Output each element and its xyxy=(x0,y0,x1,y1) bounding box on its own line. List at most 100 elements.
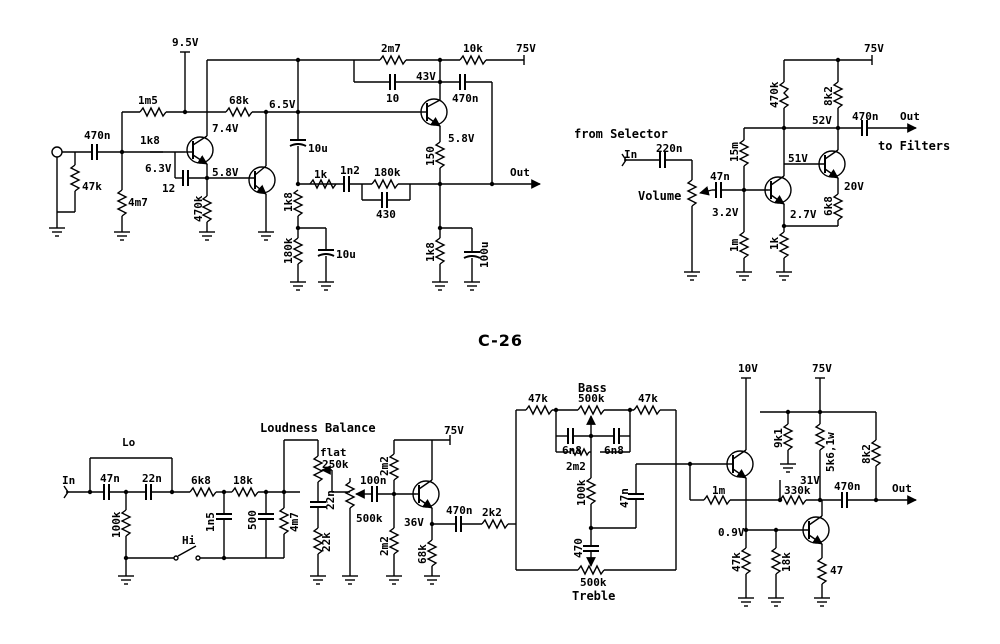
label-75v-loud: 75V xyxy=(444,424,464,437)
label-5k6: 5k6,1w xyxy=(824,432,837,472)
resistor-2m7 xyxy=(379,54,407,66)
label-2m2-bass: 2m2 xyxy=(566,460,586,473)
label-8k2-vol: 8k2 xyxy=(822,86,835,106)
label-10k: 10k xyxy=(463,42,483,55)
label-22n-lo: 22n xyxy=(142,472,162,485)
label-470n-loud: 470n xyxy=(446,504,473,517)
label-20v: 20V xyxy=(844,180,864,193)
label-330k: 330k xyxy=(784,484,811,497)
resistor-47k-tone xyxy=(740,547,752,575)
label-4m7: 4m7 xyxy=(128,196,148,209)
label-36v: 36V xyxy=(404,516,424,529)
resistor-4m7 xyxy=(116,189,128,217)
resistor-1k8-b xyxy=(292,189,304,217)
resistor-180k-b xyxy=(292,237,304,265)
label-470n-vol: 470n xyxy=(852,110,879,123)
label-1n5: 1n5 xyxy=(204,512,217,532)
label-1k8-a: 1k8 xyxy=(140,134,160,147)
label-volume: Volume xyxy=(638,189,681,203)
page-title: C-26 xyxy=(478,331,523,350)
label-47k-bass-a: 47k xyxy=(528,392,548,405)
label-75v-vol: 75V xyxy=(864,42,884,55)
resistor-2k2 xyxy=(481,518,509,530)
label-2v7: 2.7V xyxy=(790,208,817,221)
label-250k: 250k xyxy=(322,458,349,471)
label-6v5: 6.5V xyxy=(269,98,296,111)
resistor-180k xyxy=(371,178,399,190)
label-68k-loud: 68k xyxy=(416,544,429,564)
label-2m7: 2m7 xyxy=(381,42,401,55)
resistor-10k xyxy=(459,54,487,66)
label-1k-vol: 1k xyxy=(768,236,781,250)
resistor-100k-lo xyxy=(120,509,132,537)
label-180k-b: 180k xyxy=(282,237,295,264)
potentiometer-treble xyxy=(577,564,605,576)
label-47k: 47k xyxy=(82,180,102,193)
label-1m-tone: 1m xyxy=(712,484,726,497)
resistor-150 xyxy=(434,141,446,169)
label-loudness-balance: Loudness Balance xyxy=(260,421,376,435)
label-47k-tone: 47k xyxy=(730,552,743,572)
label-in-vol: In xyxy=(624,148,637,161)
label-470k-vol: 470k xyxy=(768,81,781,108)
resistor-100k-tone xyxy=(585,477,597,505)
volume-section: 75V 470k 8k2 470n Out 52V from Selector … xyxy=(574,42,950,281)
resistor-6k8 xyxy=(189,486,217,498)
label-15m: 15m xyxy=(728,142,741,162)
label-c10: 10 xyxy=(386,92,399,105)
label-10v: 10V xyxy=(738,362,758,375)
resistor-1m-vol xyxy=(738,231,750,259)
label-430: 430 xyxy=(376,208,396,221)
label-7v4: 7.4V xyxy=(212,122,239,135)
label-500: 500 xyxy=(246,510,259,530)
label-75v-tone: 75V xyxy=(812,362,832,375)
label-10u-a: 10u xyxy=(308,142,328,155)
label-in-loud: In xyxy=(62,474,75,487)
tone-section: Bass 47k 500k 47k 6n8 6n8 2m2 100k 47n 4… xyxy=(515,362,917,607)
label-2m2-bot: 2m2 xyxy=(378,536,391,556)
resistor-2m2-top xyxy=(388,453,400,481)
label-5v8-b: 5.8V xyxy=(448,132,475,145)
resistor-68k-loud xyxy=(426,539,438,567)
label-3v2: 3.2V xyxy=(712,206,739,219)
label-52v: 52V xyxy=(812,114,832,127)
label-500k-treble: 500k xyxy=(580,576,607,589)
label-150: 150 xyxy=(424,146,437,166)
resistor-8k2-tone xyxy=(870,439,882,467)
label-1m5: 1m5 xyxy=(138,94,158,107)
label-500k-bal: 500k xyxy=(356,512,383,525)
label-1k: 1k xyxy=(314,168,328,181)
label-1k8-c: 1k8 xyxy=(424,242,437,262)
label-8k2-tone: 8k2 xyxy=(860,444,873,464)
label-180k-a: 180k xyxy=(374,166,401,179)
resistor-8k2-vol xyxy=(832,81,844,109)
label-470n-out: 470n xyxy=(834,480,861,493)
label-100k-lo: 100k xyxy=(110,511,123,538)
label-47n-tone: 47n xyxy=(618,488,631,508)
resistor-2m2-bot xyxy=(388,527,400,555)
label-treble: Treble xyxy=(572,589,615,603)
resistor-47k-bass-b xyxy=(633,404,661,416)
label-5v8-a: 5.8V xyxy=(212,166,239,179)
label-out-preamp: Out xyxy=(510,166,530,179)
label-470-tone: 470 xyxy=(572,538,585,558)
transistor-q2 xyxy=(248,166,276,194)
resistor-18k xyxy=(231,486,259,498)
preamp-section: 9.5V 75V 2m7 10k 1m5 68k 6.5V 10 43V 470… xyxy=(49,36,541,291)
label-bass: Bass xyxy=(578,381,607,395)
label-out-vol: Out xyxy=(900,110,920,123)
label-470k: 470k xyxy=(192,195,205,222)
label-from-selector: from Selector xyxy=(574,127,668,141)
label-47-tone: 47 xyxy=(830,564,843,577)
label-6n8-b: 6n8 xyxy=(604,444,624,457)
label-100n: 100n xyxy=(360,474,387,487)
potentiometer-loudness xyxy=(312,455,324,483)
label-100u: 100u xyxy=(478,242,491,269)
resistor-47-tone xyxy=(816,557,828,585)
resistor-47k-bass-a xyxy=(525,404,553,416)
label-c12: 12 xyxy=(162,182,175,195)
label-10u-b: 10u xyxy=(336,248,356,261)
label-9v5: 9.5V xyxy=(172,36,199,49)
label-to-filters: to Filters xyxy=(878,139,950,153)
label-2m2-top: 2m2 xyxy=(378,456,391,476)
